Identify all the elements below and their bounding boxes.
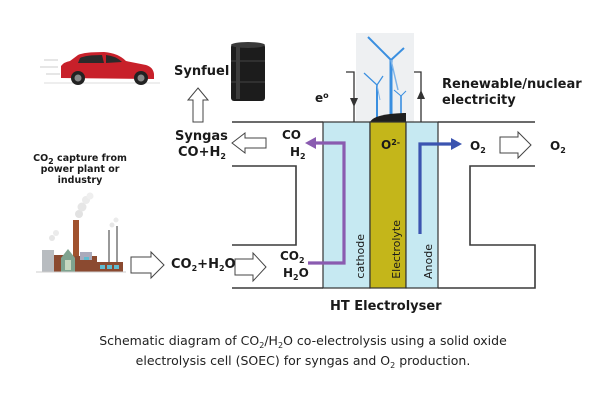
feed-c: O [224, 257, 236, 272]
oxide-sup: 2- [391, 138, 401, 147]
co2-in-label: CO2 [280, 249, 305, 265]
power-source-label: Renewable/nuclear electricity [442, 77, 582, 109]
capture-co: CO [33, 153, 49, 164]
caption-line2: electrolysis cell (SOEC) for syngas and … [0, 351, 606, 371]
co2-in-sub: 2 [299, 256, 305, 265]
electron-main: e [315, 91, 324, 105]
capture-source-label: CO2 capture from power plant or industry [30, 153, 130, 186]
co2-in-main: CO [280, 249, 300, 263]
wind-turbine-icon [356, 33, 414, 123]
electrolyser-title: HT Electrolyser [330, 299, 442, 314]
syngas-formula-label: CO+H2 [178, 145, 226, 161]
co-out-label: CO [282, 128, 302, 142]
cathode-label: cathode [354, 234, 367, 279]
cap2a: electrolysis cell (SOEC) for syngas and … [135, 353, 391, 368]
synfuel-up-arrow-icon [186, 87, 210, 123]
electron-label: eo [315, 91, 329, 105]
feed-a-sub: 2 [191, 264, 198, 273]
anode-layer [405, 121, 439, 289]
cap1s2: 2 [277, 341, 284, 350]
cap2b: production. [395, 353, 471, 368]
cathode-flow-arrow [308, 141, 346, 265]
h2-out-sub: 2 [300, 152, 306, 161]
capture-line1: CO2 capture from [30, 153, 130, 166]
car-icon [40, 52, 160, 85]
cathode-gas-channel [232, 121, 323, 289]
feed-arrow-icon [130, 250, 165, 280]
feed-formula-label: CO2+H2O [171, 257, 236, 273]
circuit-wires [346, 71, 425, 122]
power-line2: electricity [442, 93, 516, 108]
capture-line2: power plant or [40, 164, 120, 175]
anode-label: Anode [422, 244, 435, 279]
feed-b-sub: 2 [218, 264, 225, 273]
h2o-in-sub: 2 [293, 273, 299, 282]
synfuel-label: Synfuel [174, 64, 230, 79]
o2-out-arrow-icon [499, 130, 532, 160]
h2o-in-main: H [283, 266, 294, 280]
caption-line1: Schematic diagram of CO2/H2O co-electrol… [0, 331, 606, 351]
o2-out-sub: 2 [560, 146, 566, 155]
feed-a: CO [171, 257, 192, 272]
cap1c: O co-electrolysis using a solid oxide [283, 333, 507, 348]
electrolyte-label: Electrolyte [390, 220, 403, 279]
oxide-ion-label: O2- [381, 138, 400, 152]
o2-out-label: O2 [550, 139, 566, 155]
syngas-label: Syngas [175, 129, 228, 144]
electron-down-arrow-icon [350, 98, 358, 107]
feed-in-arrow-icon [234, 251, 267, 283]
anode-flow-arrowhead-icon [451, 138, 462, 150]
cap2s: 2 [390, 361, 396, 370]
capture-tail: capture from [53, 153, 127, 164]
anode-gas-channel [438, 121, 536, 289]
syngas-formula-main: CO+H [178, 145, 221, 160]
figure-caption: Schematic diagram of CO2/H2O co-electrol… [0, 331, 606, 371]
cathode-flow-arrowhead-icon [305, 137, 316, 149]
electrolyte-layer [369, 121, 407, 289]
cap1b: /H [264, 333, 278, 348]
cap1a: Schematic diagram of CO [99, 333, 260, 348]
h2-out-main: H [290, 145, 301, 159]
o2-out-main: O [550, 139, 561, 153]
o2-anode-sub: 2 [480, 146, 486, 155]
capture-co-sub: 2 [48, 157, 54, 166]
o2-anode-main: O [470, 139, 481, 153]
feed-b: +H [197, 257, 219, 272]
o2-anode-label: O2 [470, 139, 486, 155]
cap1s1: 2 [259, 341, 265, 350]
syngas-out-arrow-icon [231, 131, 267, 155]
power-line1: Renewable/nuclear [442, 77, 582, 92]
oil-barrel-icon [231, 42, 265, 101]
factory-icon [36, 192, 126, 273]
h2o-in-tail: O [298, 266, 309, 280]
capture-line3: industry [57, 175, 103, 186]
anode-flow-arrow [418, 142, 452, 234]
syngas-formula-sub: 2 [220, 152, 226, 161]
electron-up-arrow-icon [417, 90, 425, 99]
oxide-main: O [381, 138, 392, 152]
h2-out-label: H2 [290, 145, 306, 161]
h2o-in-label: H2O [283, 266, 309, 282]
electron-sup: o [323, 91, 329, 100]
